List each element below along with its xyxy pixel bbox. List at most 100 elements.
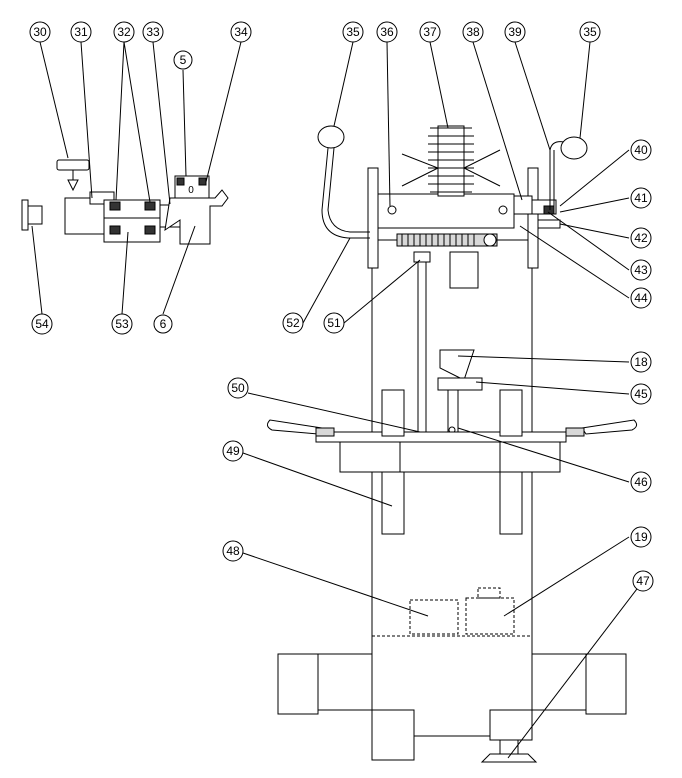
part-54-flange-plate	[21, 199, 29, 231]
svg-text:37: 37	[423, 25, 437, 39]
svg-text:33: 33	[146, 25, 160, 39]
svg-text:50: 50	[231, 381, 245, 395]
svg-text:49: 49	[226, 444, 240, 458]
svg-text:47: 47	[636, 574, 650, 588]
svg-text:44: 44	[634, 291, 648, 305]
left-handle-hub	[315, 427, 335, 437]
rod-bend	[549, 141, 565, 151]
callout-33: 33	[142, 21, 164, 43]
left-inner-foot	[317, 653, 373, 711]
right-guide-upper	[499, 389, 523, 437]
callout-45: 45	[630, 383, 652, 405]
part-35-left-knob	[317, 125, 345, 149]
svg-text:42: 42	[634, 231, 648, 245]
svg-text:45: 45	[634, 387, 648, 401]
callout-30: 30	[29, 21, 51, 43]
right-table-handle	[581, 419, 638, 435]
clamp-bolt-right	[198, 177, 207, 186]
part-52-handle	[321, 147, 370, 239]
leveling-screw	[499, 739, 519, 755]
callout-51: 51	[323, 312, 345, 334]
svg-text:35: 35	[583, 25, 597, 39]
head-box	[377, 193, 515, 229]
part-51-collar	[413, 251, 431, 263]
gear-teeth	[401, 234, 475, 246]
callout-37: 37	[419, 21, 441, 43]
svg-text:32: 32	[117, 25, 131, 39]
svg-text:18: 18	[634, 355, 648, 369]
part-51-shaft	[417, 261, 427, 435]
svg-text:53: 53	[115, 317, 129, 331]
svg-text:19: 19	[634, 530, 648, 544]
callout-41: 41	[630, 187, 652, 209]
svg-text:43: 43	[634, 263, 648, 277]
part-45-base	[437, 377, 483, 391]
bearing-top-right	[144, 201, 156, 211]
callout-31: 31	[70, 21, 92, 43]
bearing-bottom-right	[144, 225, 156, 235]
svg-text:48: 48	[226, 544, 240, 558]
callout-32: 32	[113, 21, 135, 43]
svg-text:40: 40	[634, 143, 648, 157]
part-30-knob	[56, 159, 90, 171]
svg-text:51: 51	[327, 316, 341, 330]
svg-text:35: 35	[346, 25, 360, 39]
spring-coils	[428, 127, 474, 193]
callout-6: 6	[153, 314, 173, 334]
callout-54: 54	[31, 313, 53, 335]
right-guide-lower	[499, 471, 523, 535]
part-54-flange-hub	[27, 205, 43, 225]
head-left-plate	[367, 167, 379, 269]
part-49-table-body	[339, 441, 561, 473]
clamp-bolt-left	[176, 177, 185, 186]
svg-text:52: 52	[286, 316, 300, 330]
bearing-bottom-left	[109, 225, 121, 235]
table-top	[315, 431, 567, 443]
callout-44: 44	[630, 287, 652, 309]
part-47-leveling-foot	[480, 753, 538, 763]
clamp-mark: 0	[188, 185, 194, 196]
head-hole-left	[387, 205, 397, 215]
part-19-box	[465, 597, 515, 635]
front-left-leg	[371, 709, 415, 761]
head-hole-right	[498, 205, 508, 215]
callout-53: 53	[111, 313, 133, 335]
callout-42: 42	[630, 227, 652, 249]
part-6-bracket	[164, 189, 229, 245]
callout-34: 34	[230, 21, 252, 43]
right-inner-foot	[531, 653, 587, 711]
callout-35-right: 35	[579, 21, 601, 43]
callout-18: 18	[630, 351, 652, 373]
detail-assembly: 0	[21, 159, 229, 245]
callout-52: 52	[282, 312, 304, 334]
motor-block	[449, 251, 479, 289]
left-outer-foot	[277, 653, 319, 715]
rack-pinion	[483, 233, 497, 247]
callout-39: 39	[504, 21, 526, 43]
gear-rack	[396, 233, 498, 247]
part-19-top	[477, 587, 501, 599]
svg-text:5: 5	[180, 53, 187, 67]
svg-text:41: 41	[634, 191, 648, 205]
part-39-rod	[549, 150, 555, 210]
callout-40: 40	[630, 139, 652, 161]
svg-text:54: 54	[35, 317, 49, 331]
callout-36: 36	[376, 21, 398, 43]
svg-text:36: 36	[380, 25, 394, 39]
callout-49: 49	[222, 440, 244, 462]
machine-frame	[266, 125, 638, 763]
svg-text:39: 39	[508, 25, 522, 39]
left-guide-upper	[381, 389, 405, 437]
part-48-box	[409, 599, 459, 635]
left-guide-lower	[381, 471, 405, 535]
part-38-side-block	[513, 195, 533, 215]
spring-links	[401, 149, 501, 187]
callout-46: 46	[630, 471, 652, 493]
bearing-top-left	[109, 201, 121, 211]
part-42-plate	[537, 219, 561, 229]
callout-19: 19	[630, 526, 652, 548]
callout-5: 5	[173, 50, 193, 70]
right-outer-foot	[585, 653, 627, 715]
part-30-tip	[67, 179, 79, 192]
